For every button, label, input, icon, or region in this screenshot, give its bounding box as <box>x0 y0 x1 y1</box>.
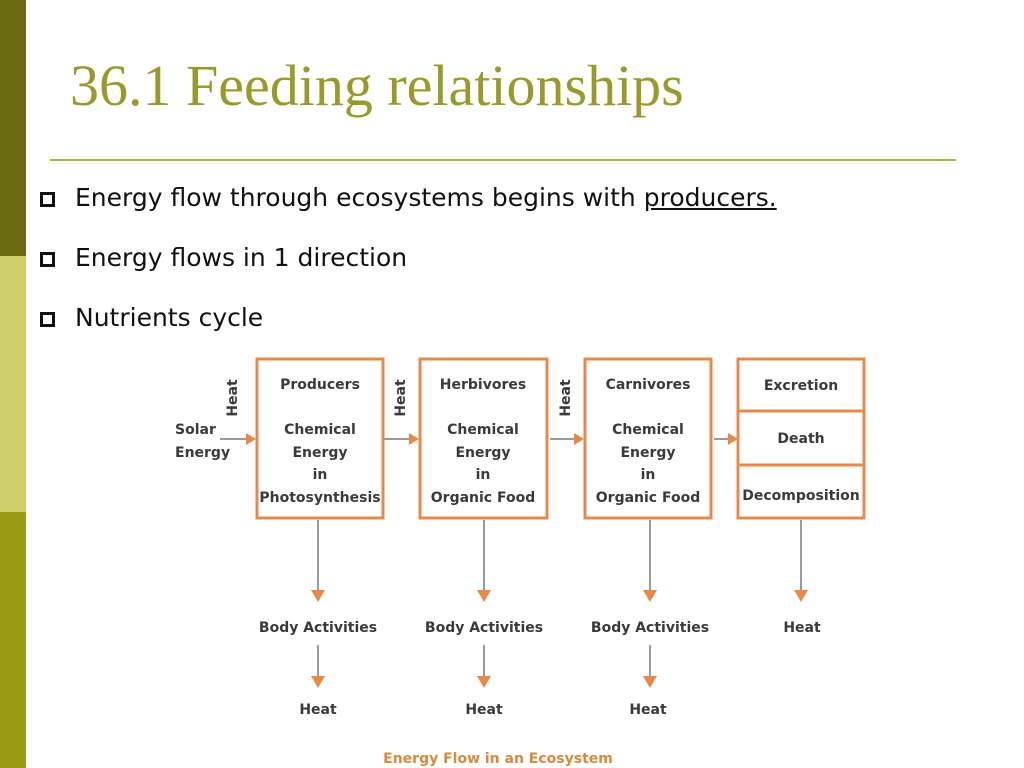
heat-label-rotated: Heat <box>393 379 409 417</box>
bullet-item: Nutrients cycle <box>38 298 777 358</box>
horizontal-arrow <box>384 433 419 445</box>
bullet-text: Nutrients cycle <box>75 303 264 332</box>
stage-detail: Energy <box>620 445 675 461</box>
producers-box <box>255 357 385 520</box>
vertical-arrow <box>311 645 325 688</box>
sidebar-stripe-dark <box>0 0 26 256</box>
bullet-item: Energy flow through ecosystems begins wi… <box>38 178 777 238</box>
decomposition-box <box>736 357 866 520</box>
output-label: Heat <box>783 620 821 636</box>
bullet-item: Energy flows in 1 direction <box>38 238 777 298</box>
solar-energy-label: Solar <box>175 422 216 438</box>
stage-detail: in <box>313 467 328 483</box>
heat-label-rotated: Heat <box>225 379 241 417</box>
horizontal-arrow <box>220 433 256 445</box>
carnivores-box <box>583 357 713 520</box>
vertical-arrow <box>477 645 491 688</box>
stage-detail: Chemical <box>612 422 684 438</box>
heat-label-rotated: Heat <box>558 379 574 417</box>
final-heat-label: Heat <box>465 702 503 718</box>
title-divider <box>50 159 956 161</box>
stage-detail: Organic Food <box>596 490 700 506</box>
vertical-arrow <box>643 645 657 688</box>
slide-title: 36.1 Feeding relationships <box>70 53 684 118</box>
end-cell-death: Death <box>777 431 824 447</box>
output-label: Body Activities <box>259 620 377 636</box>
bullet-emphasis: producers. <box>643 183 777 212</box>
output-label: Body Activities <box>591 620 709 636</box>
horizontal-arrow <box>714 433 738 445</box>
herbivores-box <box>418 357 549 520</box>
horizontal-arrow <box>550 433 584 445</box>
end-cell-decomposition: Decomposition <box>742 488 859 504</box>
sidebar-stripe-olive <box>0 512 26 768</box>
vertical-arrow <box>477 520 491 602</box>
end-cell-excretion: Excretion <box>764 378 838 394</box>
diagram-caption: Energy Flow in an Ecosystem <box>383 751 613 767</box>
solar-energy-label: Energy <box>175 445 230 461</box>
stage-detail: Energy <box>455 445 510 461</box>
stage-detail: Chemical <box>447 422 519 438</box>
square-bullet-icon <box>40 252 55 267</box>
stage-detail: Energy <box>292 445 347 461</box>
bullet-text: Energy flows in 1 direction <box>75 243 408 272</box>
stage-name: Herbivores <box>440 377 526 393</box>
stage-name: Producers <box>280 377 360 393</box>
stage-name: Carnivores <box>606 377 691 393</box>
stage-detail: in <box>641 467 656 483</box>
stage-detail: Chemical <box>284 422 356 438</box>
stage-detail: Organic Food <box>431 490 535 506</box>
final-heat-label: Heat <box>629 702 667 718</box>
vertical-arrow <box>311 520 325 602</box>
square-bullet-icon <box>40 312 55 327</box>
bullet-text: Energy flow through ecosystems begins wi… <box>75 183 644 212</box>
sidebar-stripe-light <box>0 256 26 512</box>
vertical-arrow <box>794 520 808 602</box>
stage-detail: Photosynthesis <box>259 490 380 506</box>
bullet-list: Energy flow through ecosystems begins wi… <box>38 178 777 358</box>
square-bullet-icon <box>40 192 55 207</box>
output-label: Body Activities <box>425 620 543 636</box>
final-heat-label: Heat <box>299 702 337 718</box>
stage-detail: in <box>476 467 491 483</box>
vertical-arrow <box>643 520 657 602</box>
